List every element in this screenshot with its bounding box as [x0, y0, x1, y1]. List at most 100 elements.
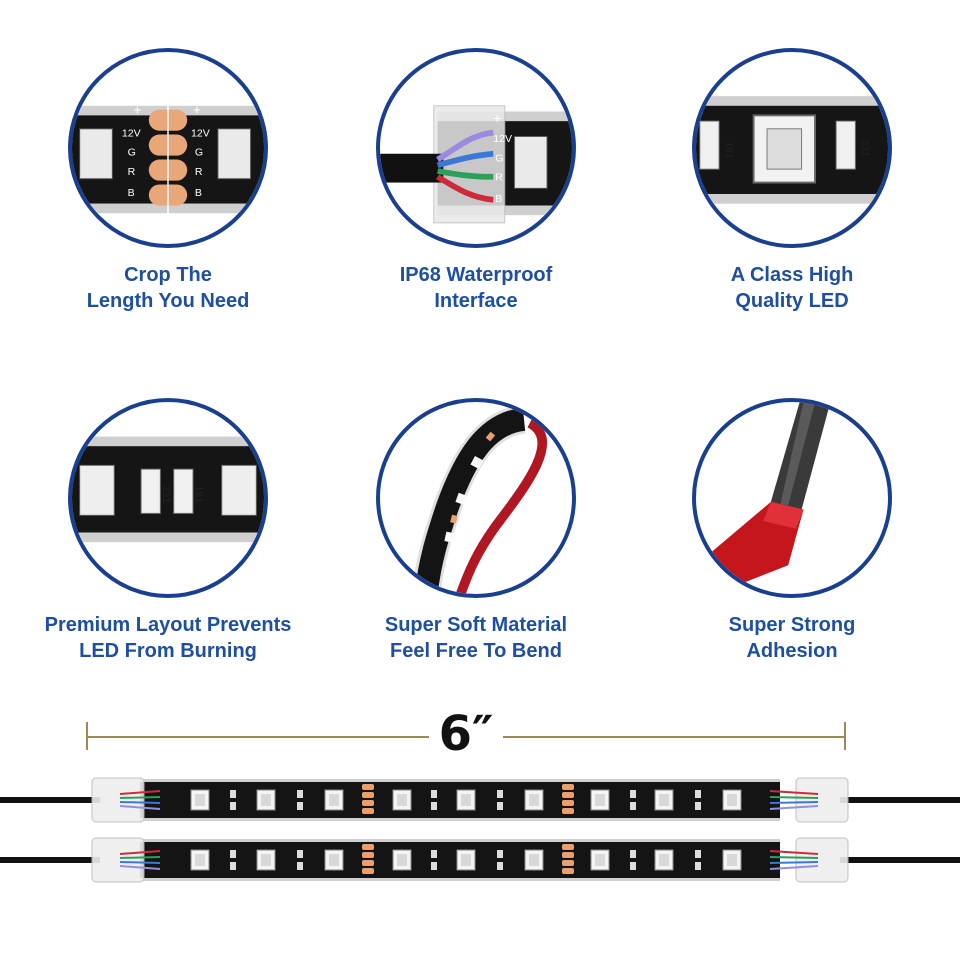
strip-cut-pad [362, 784, 374, 790]
strip-cut-pad [362, 844, 374, 850]
strip-resistor [695, 790, 701, 798]
cut-marks-icon: + + 12V 12V G G R R B B [72, 102, 264, 216]
strip-resistor [230, 790, 236, 798]
strip-edge [140, 779, 780, 782]
feature-soft: Super Soft Material Feel Free To Bend [326, 398, 626, 664]
strip-led-die [397, 854, 407, 866]
strip-cut-pad [562, 868, 574, 874]
strip-led-die [397, 794, 407, 806]
led-caption: A Class High Quality LED [642, 262, 942, 314]
wp-r: R [495, 172, 503, 184]
strip-resistor [497, 802, 503, 810]
strip-led-die [261, 854, 271, 866]
wp-b: B [495, 193, 502, 205]
strip-led-die [261, 794, 271, 806]
crop-b-left: B [128, 187, 135, 199]
adhesion-circle [692, 398, 892, 598]
crop-caption: Crop The Length You Need [18, 262, 318, 314]
soft-caption-line1: Super Soft Material [384, 614, 568, 636]
soft-caption: Super Soft Material Feel Free To Bend [326, 612, 626, 664]
strip-led-die [529, 854, 539, 866]
crop-12v-right: 12V [191, 127, 210, 139]
strip-led-die [659, 794, 669, 806]
strip-wire [119, 805, 161, 810]
wp-12v: 12V [493, 133, 512, 145]
strip-wire [119, 856, 161, 859]
strip-connector-left [91, 837, 145, 883]
measure-tick-right [844, 722, 846, 750]
strip-resistor [297, 862, 303, 870]
crop-b-right: B [195, 187, 202, 199]
strip-resistor [630, 802, 636, 810]
crop-r-right: R [195, 166, 203, 178]
strip-wire [119, 850, 161, 855]
crop-g-left: G [128, 147, 136, 159]
strip-led-die [329, 854, 339, 866]
adhesion-caption-line1: Super Strong [728, 614, 856, 636]
resistor-layout-icon: 331 181 [72, 436, 264, 543]
measure-label-text: 6″ [428, 706, 504, 762]
layout-circle: 331 181 [68, 398, 268, 598]
crop-g-right: G [195, 147, 203, 159]
led-chip-icon: 181 331 [696, 96, 888, 204]
strip-resistor [431, 862, 437, 870]
bent-strip-icon [411, 404, 547, 594]
strip-resistor [297, 802, 303, 810]
strip-resistor [695, 850, 701, 858]
strip-cut-pad [362, 808, 374, 814]
soft-circle [376, 398, 576, 598]
strip-resistor [297, 850, 303, 858]
feature-adhesion: Super Strong Adhesion [642, 398, 942, 664]
strip-led-die [195, 854, 205, 866]
soft-caption-line2: Feel Free To Bend [390, 640, 562, 662]
wp-plus: + [493, 111, 501, 126]
strip-resistor [630, 790, 636, 798]
strip-resistor [497, 850, 503, 858]
adhesion-caption-line2: Adhesion [746, 640, 838, 662]
strip-edge [140, 878, 780, 881]
strip-cable-left [0, 797, 100, 803]
strip-led-die [659, 854, 669, 866]
strip-led-die [595, 794, 605, 806]
strip-led-die [329, 794, 339, 806]
strip-led-die [529, 794, 539, 806]
strip-wire [769, 865, 819, 870]
strip-resistor [230, 802, 236, 810]
strip-wire [119, 801, 161, 804]
crop-circle: + + 12V 12V G G R R B B [68, 48, 268, 248]
strip-cut-pad [562, 800, 574, 806]
strip-wire [119, 861, 161, 864]
strip-resistor [497, 790, 503, 798]
crop-12v-left: 12V [122, 127, 141, 139]
led-strip-pair [0, 777, 960, 883]
waterproof-circle: + 12V G R B [376, 48, 576, 248]
measure-label: 6″ [86, 706, 846, 762]
led-resistor-left: 181 [723, 141, 735, 159]
strip-led-die [727, 854, 737, 866]
strip-cut-pad [562, 808, 574, 814]
strip-resistor [630, 862, 636, 870]
strip-cut-pad [562, 784, 574, 790]
strip-cut-pad [362, 800, 374, 806]
layout-caption-line1: Premium Layout Prevents [44, 614, 292, 636]
adhesion-caption: Super Strong Adhesion [642, 612, 942, 664]
led-strips [0, 760, 960, 900]
strip-connector-left [91, 777, 145, 823]
layout-caption: Premium Layout Prevents LED From Burning [18, 612, 318, 664]
strip-resistor [431, 802, 437, 810]
waterproof-caption: IP68 Waterproof Interface [326, 262, 626, 314]
strip-cut-pad [362, 860, 374, 866]
strip-cable-left [0, 857, 100, 863]
strip-edge [140, 839, 780, 842]
strip-cut-pad [562, 844, 574, 850]
crop-plus-right: + [193, 102, 201, 117]
strip-edge [140, 818, 780, 821]
strip-cable-right [840, 797, 960, 803]
strip-cut-pad [562, 792, 574, 798]
led-caption-line2: Quality LED [735, 290, 849, 312]
strip-cut-pad [562, 852, 574, 858]
length-measurement: 6″ [86, 706, 846, 762]
strip-resistor [431, 850, 437, 858]
strip-connector-right [795, 777, 849, 823]
measure-tick-left [86, 722, 88, 750]
